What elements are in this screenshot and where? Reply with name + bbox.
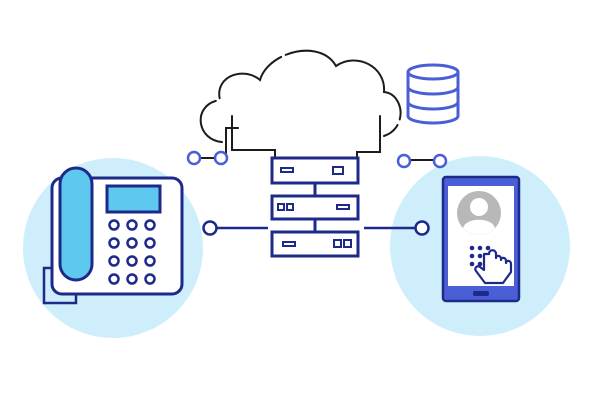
link-node: [202, 220, 218, 236]
home-button: [473, 291, 489, 296]
link-node: [186, 150, 202, 166]
phone-handset: [58, 166, 94, 282]
database-icon: [406, 63, 460, 125]
touch-hand-icon: [474, 249, 513, 285]
server-unit: [270, 156, 360, 185]
link-node: [213, 150, 229, 166]
link-node: [396, 153, 412, 169]
user-avatar-icon: [457, 191, 501, 235]
phone-keypad: [108, 219, 156, 285]
device-links: [202, 220, 430, 236]
server-rack-icon: [270, 156, 360, 258]
link-node: [414, 220, 430, 236]
desk-phone-icon: [42, 166, 184, 305]
cloud-link-dots: [186, 150, 448, 169]
smartphone-icon: [441, 175, 521, 303]
server-unit: [270, 194, 360, 221]
phone-display: [105, 184, 162, 214]
link-node: [432, 153, 448, 169]
cloud-icon: [195, 49, 441, 161]
